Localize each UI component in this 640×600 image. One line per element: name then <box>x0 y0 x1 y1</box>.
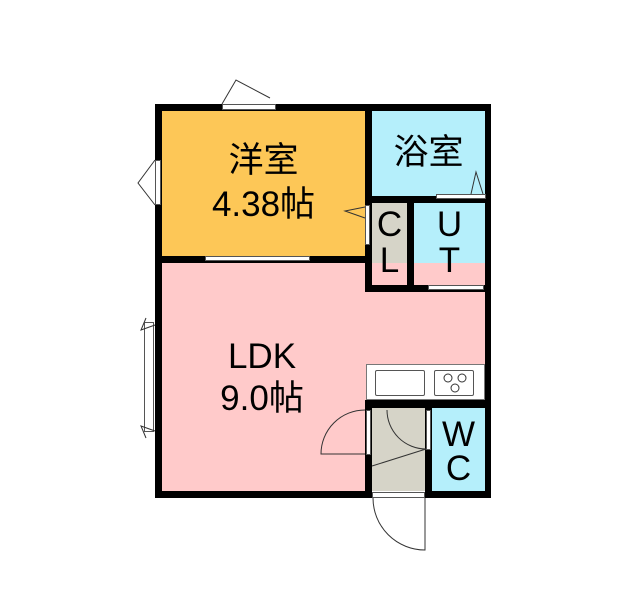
stove-burner <box>450 383 460 393</box>
entrance-door-ldk <box>366 410 371 455</box>
stove-burner <box>457 373 467 383</box>
western-room-size: 4.38帖 <box>211 185 316 224</box>
door-arc-left <box>137 159 156 206</box>
wall-bottom-left <box>155 491 372 498</box>
stove-burner <box>443 373 453 383</box>
wall-cl-ut <box>407 203 414 289</box>
window-swing-lower <box>140 425 156 439</box>
ldk-room-size: 9.0帖 <box>220 379 304 418</box>
western-room-name: 洋室 <box>228 141 299 180</box>
wc-label-2: C <box>445 449 472 488</box>
door-arc-ldk <box>320 409 366 455</box>
wall-bottom-right <box>425 491 491 498</box>
sliding-door-western <box>205 256 310 261</box>
front-door <box>372 492 425 498</box>
door-arc-front <box>372 497 426 551</box>
wall-bath-ut <box>365 196 491 203</box>
wall-top <box>155 104 491 111</box>
bath-room <box>372 111 485 196</box>
wc-room <box>432 408 485 491</box>
window-top <box>222 104 276 110</box>
bath-door <box>436 194 486 199</box>
utility-label-2: T <box>438 241 461 280</box>
ldk-room-name: LDK <box>227 337 297 376</box>
wall-right <box>485 104 491 498</box>
wall-left <box>155 104 162 498</box>
entrance <box>372 408 425 491</box>
utility-label-1: U <box>436 205 463 244</box>
window-swing-upper <box>140 317 156 331</box>
kitchen-counter <box>366 364 485 400</box>
wc-door <box>426 410 431 450</box>
door-arc-bath <box>470 170 484 195</box>
closet-label-2: L <box>379 241 400 280</box>
bath-room-name: 浴室 <box>393 133 464 172</box>
closet-door <box>365 205 370 245</box>
ut-door <box>428 285 484 290</box>
door-arc-closet <box>343 206 366 219</box>
stove <box>434 370 474 396</box>
door-arc-top <box>221 79 271 105</box>
closet-label-1: C <box>376 205 403 244</box>
window-left-western <box>155 160 161 205</box>
door-arc-wc <box>371 409 427 467</box>
sink <box>375 370 425 396</box>
wc-label-1: W <box>441 415 476 454</box>
window-left-ldk <box>144 322 154 432</box>
western-room <box>162 111 365 256</box>
